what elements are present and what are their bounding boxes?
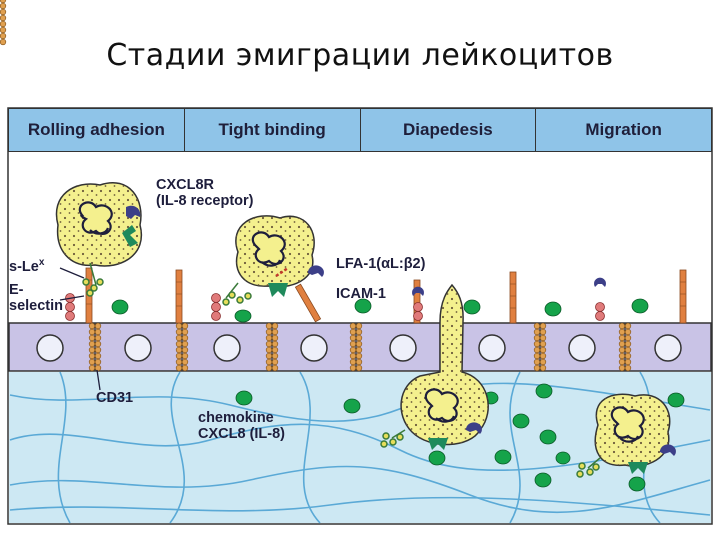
label-chemokine: chemokine CXCL8 (IL-8) xyxy=(198,410,285,442)
stage-rolling-adhesion: Rolling adhesion xyxy=(9,109,185,151)
pointer-lines xyxy=(59,267,101,391)
endothelial-nuclei xyxy=(36,334,682,362)
label-icam1: ICAM-1 xyxy=(336,286,386,302)
slide-title: Стадии эмиграции лейкоцитов xyxy=(106,38,614,73)
stage-header-bar: Rolling adhesion Tight binding Diapedesi… xyxy=(8,108,712,152)
label-e-selectin: E- selectin xyxy=(9,282,63,314)
cd31-junctions xyxy=(0,0,632,372)
stage-tight-binding: Tight binding xyxy=(185,109,361,151)
lfa1-receptor xyxy=(307,265,324,277)
lfa-caps-surface xyxy=(412,277,606,296)
leukocyte-rolling xyxy=(55,182,143,297)
label-cxcl8r: CXCL8R (IL-8 receptor) xyxy=(156,177,254,209)
cxcl8r-receptor-rolling xyxy=(126,205,141,219)
leukocyte-migration xyxy=(576,393,676,478)
label-lfa1: LFA-1(αL:β2) xyxy=(336,256,426,272)
label-cd31: CD31 xyxy=(96,390,134,406)
chemokine-dots-surface xyxy=(111,298,649,323)
label-slex: s-Lex xyxy=(9,257,45,275)
chemokine-dots-tissue xyxy=(235,383,685,492)
leukocyte-diapedesis xyxy=(380,283,489,450)
stage-migration: Migration xyxy=(585,120,662,139)
stage-diapedesis: Diapedesis xyxy=(361,109,537,151)
diagram-frame xyxy=(7,107,713,525)
leukocyte-tight-binding xyxy=(222,215,324,306)
ligand-stacks xyxy=(65,293,605,321)
